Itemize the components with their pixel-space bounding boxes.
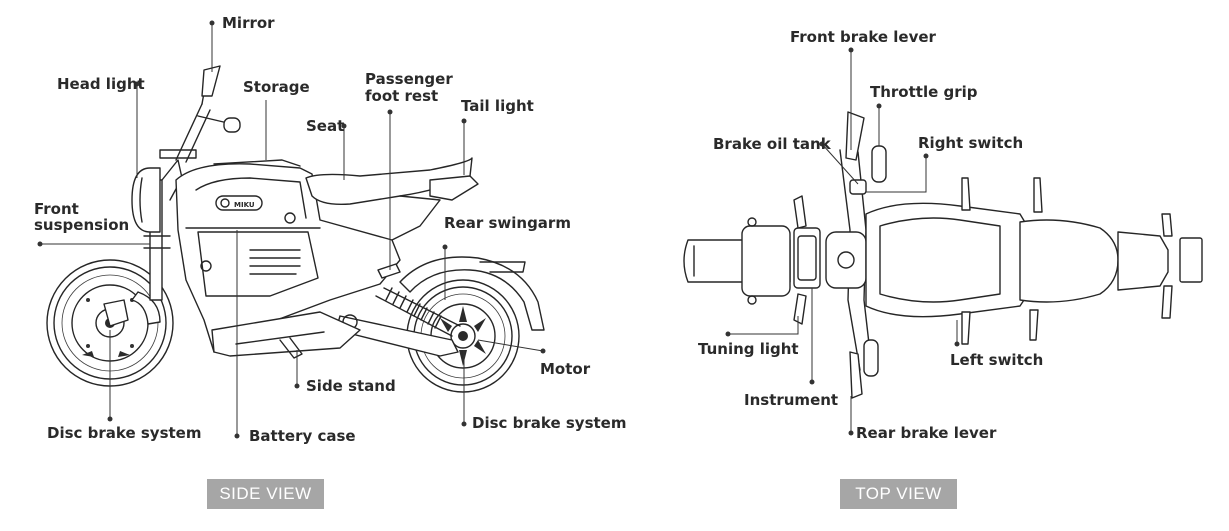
label-disc-brake-system-rear: Disc brake system bbox=[472, 414, 627, 432]
label-brake-oil-tank: Brake oil tank bbox=[713, 135, 831, 153]
belly-pan bbox=[211, 311, 361, 357]
top-seat bbox=[1019, 219, 1119, 303]
top-headlight bbox=[741, 225, 791, 297]
mirror bbox=[201, 65, 221, 97]
brand-badge: MIKU bbox=[234, 201, 255, 209]
label-seat: Seat bbox=[306, 117, 345, 135]
top-instrument bbox=[793, 227, 821, 289]
label-passenger-foot-rest-line2: foot rest bbox=[365, 87, 439, 105]
top-mirror-left bbox=[849, 351, 863, 399]
label-mirror: Mirror bbox=[222, 14, 275, 32]
top-footpeg-right-rear bbox=[1033, 177, 1043, 213]
label-disc-brake-system-front: Disc brake system bbox=[47, 424, 202, 442]
front-brake-caliper bbox=[103, 299, 129, 327]
top-footpeg-left-rear bbox=[1029, 309, 1039, 341]
label-instrument: Instrument bbox=[744, 391, 839, 409]
top-view-leaders bbox=[725, 47, 960, 436]
side-view-leaders bbox=[37, 20, 546, 439]
top-body bbox=[865, 202, 1033, 318]
rear-wheel bbox=[406, 279, 520, 393]
label-head-light: Head light bbox=[57, 75, 145, 93]
label-motor: Motor bbox=[540, 360, 591, 378]
top-tail bbox=[1117, 231, 1169, 291]
label-tuning-light: Tuning light bbox=[698, 340, 799, 358]
battery-case bbox=[197, 231, 319, 297]
label-rear-swingarm: Rear swingarm bbox=[444, 214, 571, 232]
top-brake-oil-tank bbox=[849, 179, 867, 195]
label-battery-case: Battery case bbox=[249, 427, 356, 445]
handlebar bbox=[175, 103, 233, 163]
side-view-badge: SIDE VIEW bbox=[207, 479, 324, 509]
label-tail-light: Tail light bbox=[461, 97, 534, 115]
tail-light bbox=[429, 175, 479, 201]
storage bbox=[213, 159, 301, 167]
top-view-badge: TOP VIEW bbox=[840, 479, 957, 509]
label-front-suspension-line2: suspension bbox=[34, 216, 130, 234]
label-front-brake-lever: Front brake lever bbox=[790, 28, 936, 46]
side-view-illustration: MIKU bbox=[46, 65, 545, 393]
label-rear-brake-lever: Rear brake lever bbox=[856, 424, 997, 442]
rear-suspension bbox=[375, 287, 461, 337]
headlight bbox=[131, 167, 161, 233]
label-storage: Storage bbox=[243, 78, 310, 96]
top-footpeg-left bbox=[961, 311, 971, 345]
top-tail-light bbox=[1179, 237, 1203, 283]
label-left-switch: Left switch bbox=[950, 351, 1044, 369]
side-stand bbox=[279, 337, 303, 359]
top-mirror-right bbox=[845, 111, 865, 161]
rear-fender bbox=[399, 256, 545, 331]
label-throttle-grip: Throttle grip bbox=[870, 83, 978, 101]
label-side-stand: Side stand bbox=[306, 377, 396, 395]
label-right-switch: Right switch bbox=[918, 134, 1024, 152]
top-footpeg-right bbox=[961, 177, 971, 211]
label-passenger-foot-rest-line1: Passenger bbox=[365, 70, 453, 88]
label-front-suspension-line1: Front bbox=[34, 200, 79, 218]
